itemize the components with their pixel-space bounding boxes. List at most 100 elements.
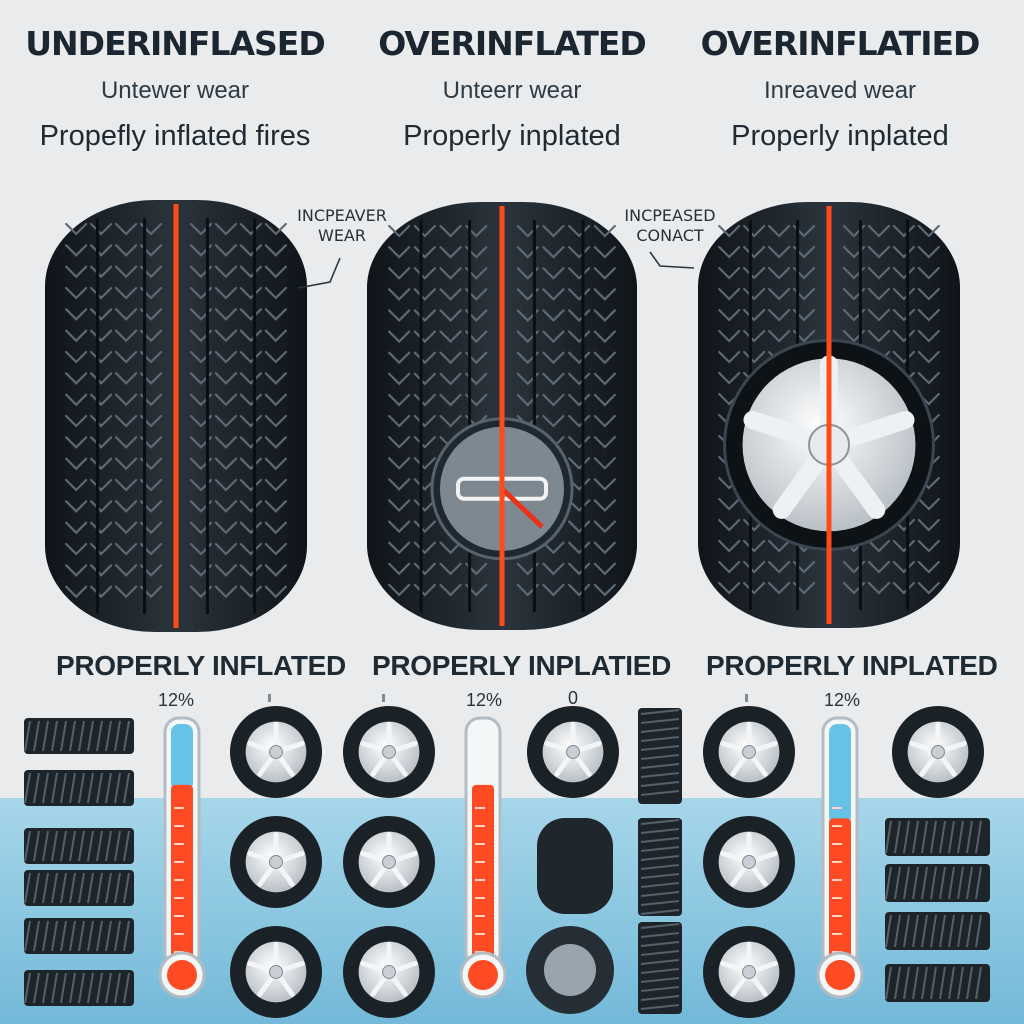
tread-mark bbox=[264, 372, 287, 385]
tread-mark bbox=[114, 457, 138, 471]
tread-mark bbox=[413, 562, 436, 576]
strip-mark bbox=[51, 772, 58, 804]
wheel-hub bbox=[742, 745, 756, 759]
tread-mark bbox=[388, 267, 411, 280]
tread-mark bbox=[568, 414, 591, 428]
tread-mark bbox=[239, 329, 262, 343]
strip-mark bbox=[885, 866, 892, 900]
tread-mark bbox=[568, 372, 591, 386]
tread-mark bbox=[892, 539, 915, 553]
strip-mark bbox=[42, 872, 49, 904]
tread-mark bbox=[239, 521, 262, 535]
strip-mark bbox=[42, 920, 49, 952]
tread-mark bbox=[413, 499, 436, 512]
strip-mark bbox=[105, 920, 112, 952]
strip-mark bbox=[69, 720, 76, 752]
thermometer-bulb-fill bbox=[468, 960, 498, 990]
tread-mark bbox=[114, 393, 138, 407]
strip-mark bbox=[966, 820, 973, 854]
tread-strip-icon bbox=[24, 918, 134, 954]
tread-mark bbox=[114, 478, 138, 492]
tread-mark bbox=[867, 224, 891, 238]
tire-icon bbox=[45, 200, 307, 632]
strip-mark bbox=[912, 820, 919, 854]
callout-leader bbox=[297, 257, 341, 289]
tread-mark bbox=[388, 309, 411, 322]
thermometer-icon bbox=[816, 716, 864, 999]
strip-mark bbox=[921, 966, 928, 1000]
tread-mark bbox=[114, 350, 138, 364]
strip-mark bbox=[939, 866, 946, 900]
strip-mark bbox=[24, 920, 31, 952]
strip-mark bbox=[33, 772, 40, 804]
tread-mark bbox=[568, 520, 591, 534]
strip-mark bbox=[894, 866, 901, 900]
tread-mark bbox=[743, 581, 766, 595]
tread-mark bbox=[264, 585, 287, 599]
tread-mark bbox=[239, 372, 262, 385]
tread-mark bbox=[892, 266, 915, 280]
strip-mark bbox=[640, 837, 680, 843]
tread-mark bbox=[65, 585, 88, 599]
tread-mark bbox=[568, 288, 591, 301]
wheel-hub bbox=[931, 745, 945, 759]
strip-mark bbox=[105, 720, 112, 752]
tread-mark bbox=[542, 583, 565, 597]
strip-mark bbox=[87, 920, 94, 952]
strip-mark bbox=[640, 709, 680, 715]
tread-mark bbox=[239, 457, 262, 471]
tread-mark bbox=[917, 371, 940, 385]
callout-leader bbox=[649, 251, 695, 269]
tread-mark bbox=[388, 520, 411, 534]
callout-wear: INCPEAVER WEAR bbox=[282, 206, 402, 246]
strip-mark bbox=[33, 720, 40, 752]
tread-mark bbox=[65, 414, 88, 428]
tread-mark bbox=[114, 564, 138, 577]
tread-mark bbox=[542, 309, 565, 322]
strip-mark bbox=[640, 864, 680, 870]
tread-mark bbox=[65, 436, 88, 449]
strip-mark bbox=[640, 736, 680, 742]
strip-mark bbox=[78, 772, 85, 804]
strip-mark bbox=[78, 830, 85, 862]
strip-mark bbox=[60, 920, 67, 952]
tread-mark bbox=[593, 478, 616, 491]
strip-mark bbox=[69, 920, 76, 952]
tread-mark bbox=[65, 222, 88, 236]
tread-mark bbox=[214, 329, 238, 343]
strip-mark bbox=[42, 830, 49, 862]
tread-mark bbox=[867, 287, 891, 301]
tread-mark bbox=[388, 541, 411, 555]
tread-mark bbox=[214, 222, 238, 236]
tread-mark bbox=[90, 414, 113, 428]
tread-mark bbox=[214, 414, 238, 428]
tread-mark bbox=[114, 500, 138, 513]
tread-mark bbox=[439, 541, 462, 555]
thermometer-bulb-fill bbox=[167, 960, 197, 990]
tread-mark bbox=[413, 330, 436, 344]
strip-mark bbox=[24, 720, 31, 752]
strip-mark bbox=[921, 820, 928, 854]
tread-mark bbox=[65, 286, 88, 300]
tread-mark bbox=[114, 521, 138, 535]
tread-mark bbox=[214, 393, 238, 407]
strip-mark bbox=[87, 972, 94, 1004]
tread-mark bbox=[413, 267, 436, 280]
tread-mark bbox=[90, 329, 113, 343]
strip-mark bbox=[105, 830, 112, 862]
wheel-hub bbox=[269, 965, 283, 979]
tread-mark bbox=[743, 224, 766, 238]
tread-mark bbox=[413, 372, 436, 386]
gauge-label: 12% bbox=[158, 690, 195, 710]
tread-mark bbox=[568, 457, 591, 470]
tread-mark bbox=[239, 564, 262, 577]
tick-mark bbox=[382, 694, 385, 702]
tread-mark bbox=[114, 585, 138, 599]
strip-mark bbox=[640, 754, 680, 760]
tread-mark bbox=[767, 539, 791, 553]
tread-mark bbox=[388, 414, 411, 428]
tread-mark bbox=[568, 393, 591, 407]
wheel-icon bbox=[230, 926, 322, 1018]
heading-caption: Properly inplated bbox=[731, 120, 949, 152]
strip-mark bbox=[78, 920, 85, 952]
